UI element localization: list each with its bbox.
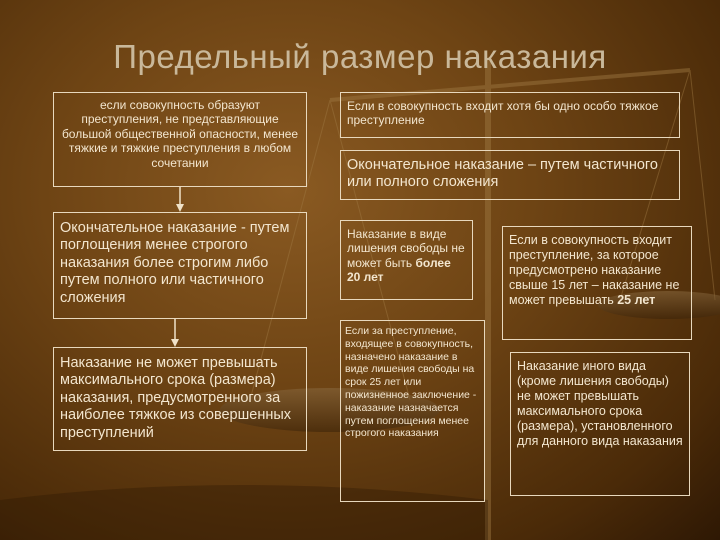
addition-method-box: Окончательное наказание – путем частично… <box>340 150 680 200</box>
arrowhead-left-2 <box>171 339 179 347</box>
max-term-limit-box: Наказание не может превышать максимально… <box>53 347 307 451</box>
life-sentence-absorption-box: Если за преступление, входящее в совокуп… <box>340 320 485 502</box>
twenty-years-limit-box: Наказание в виде лишения свободы не може… <box>340 220 473 300</box>
condition-box-grave-crime: Если в совокупность входит хотя бы одно … <box>340 92 680 138</box>
page-title: Предельный размер наказания <box>113 38 607 75</box>
twenty-years-bold: более 20 лет <box>347 255 451 285</box>
twenty-five-years-text: Если в совокупность входит преступление,… <box>509 233 680 307</box>
absorption-method-box: Окончательное наказание - путем поглощен… <box>53 212 307 319</box>
other-punishment-limit-box: Наказание иного вида (кроме лишения своб… <box>510 352 690 496</box>
twenty-five-years-bold: 25 лет <box>617 293 656 307</box>
twenty-years-text: Наказание в виде лишения свободы не може… <box>347 227 465 270</box>
condition-box-ordinary-crimes: если совокупность образуют преступления,… <box>53 92 307 187</box>
twenty-five-years-limit-box: Если в совокупность входит преступление,… <box>502 226 692 340</box>
arrowhead-left-1 <box>176 204 184 212</box>
